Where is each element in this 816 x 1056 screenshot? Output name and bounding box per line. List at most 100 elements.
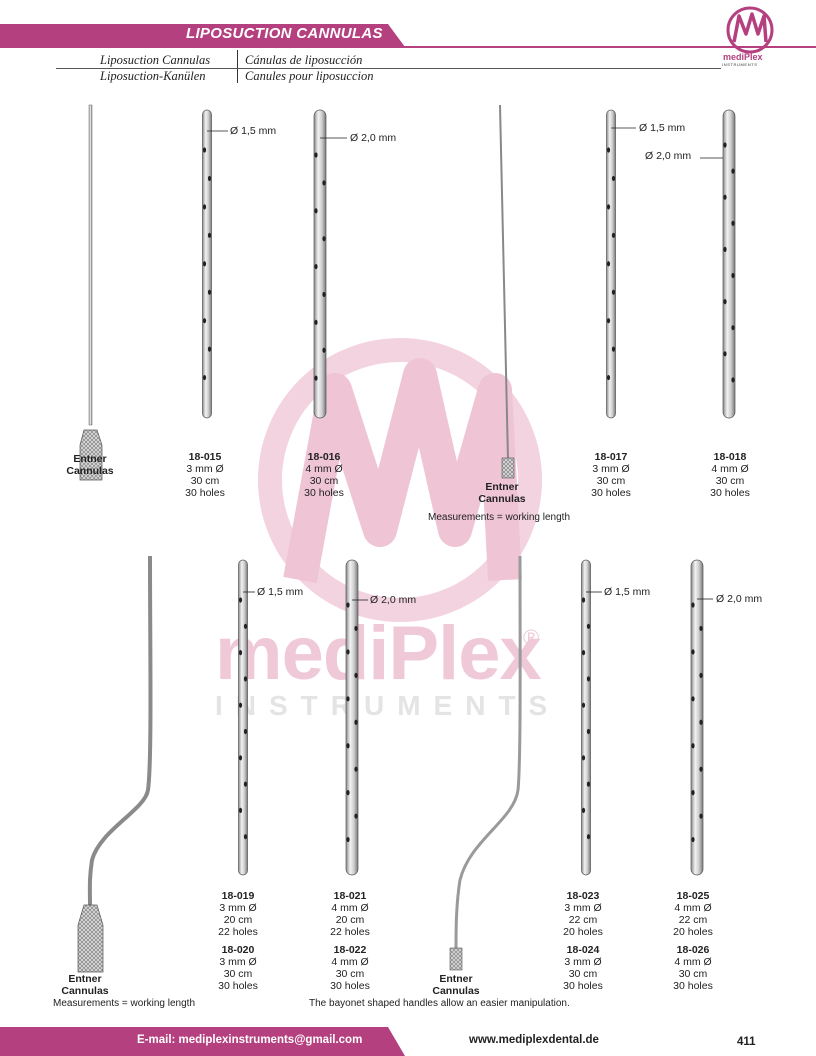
hole-diameter-18-025: Ø 2,0 mm	[716, 593, 763, 605]
tube-18-019-hole	[243, 834, 248, 840]
product-18-019-020: 18-019 3 mm Ø 20 cm 22 holes 18-020 3 mm…	[218, 890, 258, 992]
tube-18-015-hole	[207, 346, 212, 352]
product-18-015: 18-015 3 mm Ø 30 cm 30 holes	[185, 451, 225, 499]
watermark-sub: INSTRUMENTS	[215, 690, 561, 721]
tube-18-021-hole	[354, 766, 358, 772]
bayonet-shaft-left	[87, 555, 153, 906]
hole-diameter-18-018: Ø 2,0 mm	[645, 150, 692, 162]
tube-18-017-hole	[606, 261, 611, 267]
tube-18-016-hole	[314, 263, 318, 270]
logo-sub: INSTRUMENTS	[722, 62, 758, 67]
tube-18-017	[606, 109, 616, 419]
tube-18-015-hole	[207, 175, 212, 182]
tube-18-025-hole	[699, 672, 703, 678]
logo-name: mediPlex	[723, 52, 763, 62]
tube-18-021-hole	[346, 790, 350, 796]
tube-18-025-hole	[699, 719, 703, 725]
tube-18-023-hole	[581, 702, 586, 708]
handle-label-bottom-right: Entner Cannulas	[432, 973, 480, 997]
page-number: 411	[737, 1036, 756, 1048]
tube-18-021-hole	[354, 813, 358, 819]
tube-18-023	[581, 559, 591, 876]
product-18-023-024: 18-023 3 mm Ø 22 cm 20 holes 18-024 3 mm…	[563, 890, 603, 992]
handle-label-top-left: Entner Cannulas	[66, 453, 114, 477]
tube-18-017-hole	[611, 289, 616, 295]
tube-18-016-hole	[322, 180, 326, 186]
tube-18-016-hole	[314, 208, 318, 214]
tube-18-021-hole	[346, 696, 350, 702]
tube-18-019-hole	[243, 781, 248, 787]
tube-18-018-hole	[731, 325, 735, 331]
watermark-registered: ®	[523, 625, 540, 650]
name-en: Liposuction Cannulas	[100, 53, 211, 67]
tube-18-018-hole	[731, 272, 735, 279]
hole-diameter-18-023: Ø 1,5 mm	[604, 586, 651, 598]
tube-18-023-hole	[581, 650, 586, 656]
tube-18-021	[345, 559, 359, 876]
footer-website: www.mediplexdental.de	[469, 1034, 599, 1046]
name-fr: Canules pour liposuccion	[245, 69, 374, 83]
tube-18-017-hole	[606, 204, 611, 210]
note-top: Measurements = working length	[428, 512, 571, 523]
tube-18-018-hole	[723, 194, 727, 200]
handle-label-bottom-left: Entner Cannulas	[61, 973, 109, 997]
tube-18-021-hole	[346, 602, 350, 608]
tube-18-015-hole	[202, 147, 207, 153]
tube-18-025-hole	[691, 649, 695, 655]
tube-18-017-hole	[606, 318, 611, 324]
name-de: Liposuction-Kanülen	[100, 69, 206, 83]
tube-18-025-hole	[699, 625, 703, 632]
tube-18-016-hole	[322, 347, 326, 353]
tube-18-023-hole	[586, 781, 591, 787]
product-18-018: 18-018 4 mm Ø 30 cm 30 holes	[710, 451, 750, 499]
tube-18-019	[238, 559, 248, 876]
tube-18-015-hole	[202, 204, 207, 210]
product-18-021-022: 18-021 4 mm Ø 20 cm 22 holes 18-022 4 mm…	[330, 890, 370, 992]
product-18-016: 18-016 4 mm Ø 30 cm 30 holes	[304, 451, 344, 499]
entner-handle-left	[79, 429, 103, 481]
tube-18-019-hole	[238, 702, 243, 708]
tube-18-021-hole	[346, 743, 350, 749]
tube-18-015-hole	[202, 261, 207, 267]
tube-18-015-hole	[207, 232, 212, 238]
tube-18-016	[313, 109, 327, 419]
product-18-017: 18-017 3 mm Ø 30 cm 30 holes	[591, 451, 631, 499]
tube-18-017-hole	[611, 346, 616, 352]
tube-18-017-hole	[606, 374, 611, 381]
tube-18-016-hole	[314, 319, 318, 325]
tube-18-019-hole	[238, 597, 243, 603]
tube-18-023-hole	[586, 623, 591, 629]
names-divider	[237, 50, 238, 83]
tube-18-023-hole	[586, 728, 591, 735]
bayonet-shaft-right	[454, 555, 522, 951]
tube-18-018-hole	[731, 220, 735, 226]
tube-18-025-hole	[691, 836, 695, 843]
tube-18-023-hole	[581, 755, 586, 761]
tube-18-019-hole	[238, 650, 243, 656]
tube-18-016-hole	[314, 152, 318, 158]
tube-18-023-hole	[581, 597, 586, 603]
tube-18-023-hole	[586, 834, 591, 840]
tube-18-017-hole	[606, 147, 611, 153]
tube-18-015-hole	[202, 318, 207, 324]
tube-18-021-hole	[354, 719, 358, 725]
tube-18-021-hole	[354, 672, 358, 678]
footer-email: E-mail: mediplexinstruments@gmail.com	[137, 1034, 363, 1046]
hole-diameter-18-016: Ø 2,0 mm	[350, 132, 397, 144]
tube-18-015	[202, 109, 212, 419]
tube-18-025-hole	[699, 813, 703, 819]
page-title: LIPOSUCTION CANNULAS	[186, 25, 383, 42]
tube-18-018-hole	[731, 377, 735, 383]
tube-18-023-hole	[586, 676, 591, 682]
tube-18-019-hole	[238, 807, 243, 814]
tube-18-025	[690, 559, 704, 876]
note-bottom-right: The bayonet shaped handles allow an easi…	[309, 998, 570, 1009]
tube-18-021-hole	[346, 836, 350, 843]
tube-18-017-hole	[611, 232, 616, 238]
product-18-025-026: 18-025 4 mm Ø 22 cm 20 holes 18-026 4 mm…	[673, 890, 713, 992]
tube-18-019-hole	[243, 676, 248, 682]
tube-18-021-hole	[346, 649, 350, 655]
tube-18-018	[722, 109, 736, 419]
tube-18-016-hole	[322, 236, 326, 242]
